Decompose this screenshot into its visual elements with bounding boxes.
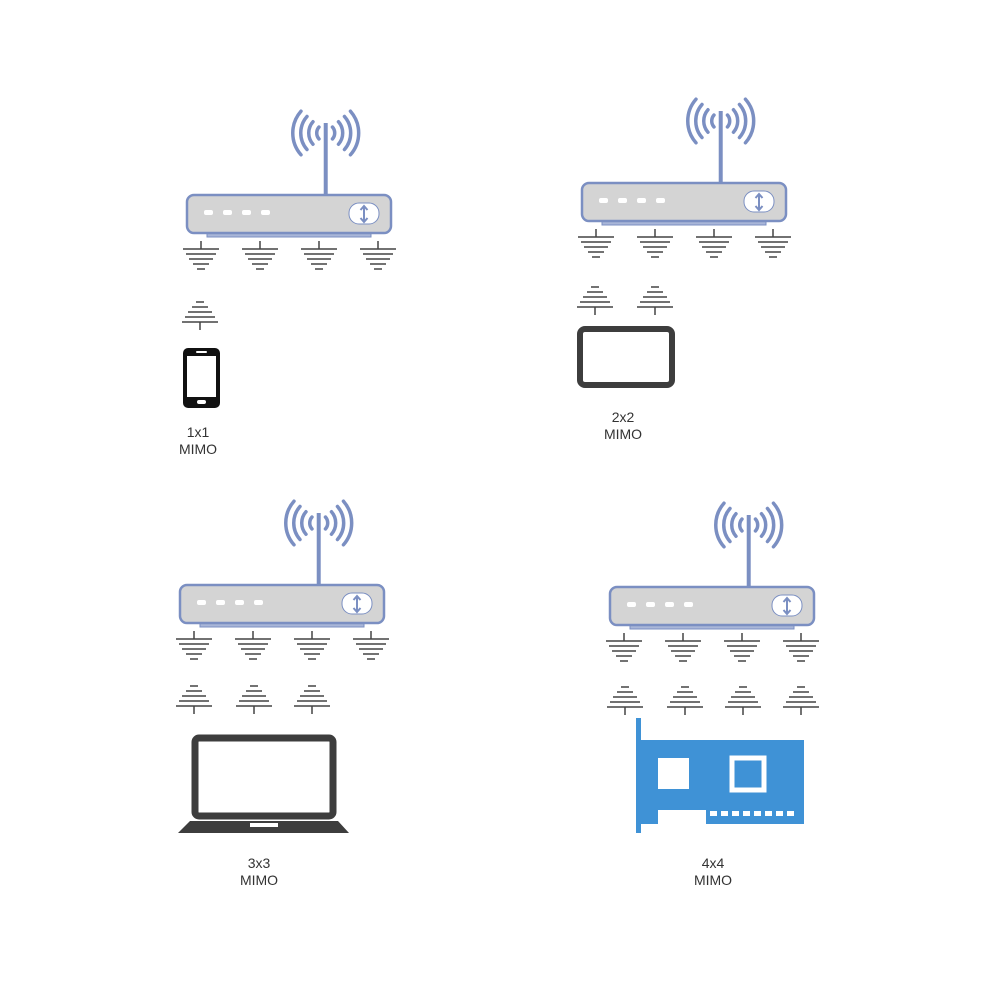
router-body	[580, 181, 788, 223]
nic-pin	[776, 811, 783, 816]
nic-pin	[754, 811, 761, 816]
caption-1x1: 1x1 MIMO	[158, 424, 238, 458]
network-card-icon	[636, 718, 804, 833]
nic-pin	[721, 811, 728, 816]
signal-waves-icon	[714, 501, 784, 549]
laptop-icon	[178, 734, 349, 833]
led-icon	[665, 602, 674, 607]
updown-arrow-icon	[359, 204, 369, 224]
led-icon	[618, 198, 627, 203]
antenna-array-icon	[667, 686, 703, 715]
updown-arrow-icon	[782, 596, 792, 616]
wifi-router-icon	[185, 109, 393, 238]
led-icon	[627, 602, 636, 607]
caption-kind: MIMO	[239, 872, 279, 888]
tablet-icon	[577, 326, 675, 388]
signal-waves-icon	[686, 97, 756, 145]
led-icon	[684, 602, 693, 607]
caption-kind: MIMO	[603, 426, 643, 442]
nic-pin	[743, 811, 750, 816]
nic-controller	[729, 755, 767, 793]
caption-config: 4x4	[701, 855, 725, 871]
caption-config: 1x1	[186, 424, 210, 440]
tablet-body	[577, 326, 675, 388]
nic-pin	[787, 811, 794, 816]
antenna-array-icon	[577, 286, 613, 315]
phone-home-button	[197, 400, 206, 404]
laptop-screen	[191, 734, 337, 820]
antenna-array-icon	[235, 631, 271, 660]
antenna-array-icon	[182, 301, 218, 330]
signal-waves-icon	[291, 109, 361, 157]
antenna-array-icon	[360, 241, 396, 270]
nic-pin	[710, 811, 717, 816]
antenna-array-icon	[236, 685, 272, 714]
antenna-array-icon	[294, 685, 330, 714]
nic-pin	[765, 811, 772, 816]
antenna-array-icon	[725, 686, 761, 715]
led-icon	[197, 600, 206, 605]
panel-1x1	[182, 109, 396, 408]
antenna-array-icon	[696, 229, 732, 258]
antenna-array-icon	[242, 241, 278, 270]
caption-config: 3x3	[247, 855, 271, 871]
led-icon	[242, 210, 251, 215]
wifi-router-icon	[608, 501, 816, 630]
phone-screen	[187, 356, 216, 397]
panel-3x3	[176, 499, 389, 833]
led-icon	[646, 602, 655, 607]
phone-speaker	[196, 351, 207, 353]
signal-waves-icon	[284, 499, 354, 547]
antenna-array-icon	[637, 229, 673, 258]
antenna-array-icon	[578, 229, 614, 258]
updown-arrow-icon	[754, 192, 764, 212]
panel-4x4	[606, 501, 819, 833]
antenna-array-icon	[176, 685, 212, 714]
antenna-array-icon	[353, 631, 389, 660]
led-icon	[254, 600, 263, 605]
led-icon	[261, 210, 270, 215]
smartphone-icon	[183, 348, 220, 408]
antenna-array-icon	[783, 633, 819, 662]
led-icon	[216, 600, 225, 605]
nic-chip	[658, 758, 689, 789]
caption-config: 2x2	[611, 409, 635, 425]
led-icon	[637, 198, 646, 203]
updown-arrow-icon	[352, 594, 362, 614]
led-icon	[223, 210, 232, 215]
led-icon	[599, 198, 608, 203]
caption-kind: MIMO	[693, 872, 733, 888]
led-icon	[204, 210, 213, 215]
nic-bracket	[636, 718, 641, 833]
router-body	[178, 583, 386, 625]
caption-3x3: 3x3 MIMO	[219, 855, 299, 889]
antenna-array-icon	[724, 633, 760, 662]
caption-2x2: 2x2 MIMO	[583, 409, 663, 443]
router-body	[608, 585, 816, 627]
antenna-array-icon	[665, 633, 701, 662]
antenna-array-icon	[637, 286, 673, 315]
caption-kind: MIMO	[178, 441, 218, 457]
antenna-array-icon	[606, 633, 642, 662]
panel-2x2	[577, 97, 791, 388]
antenna-array-icon	[755, 229, 791, 258]
antenna-array-icon	[294, 631, 330, 660]
led-icon	[656, 198, 665, 203]
wifi-router-icon	[580, 97, 788, 226]
wifi-router-icon	[178, 499, 386, 628]
led-icon	[235, 600, 244, 605]
router-body	[185, 193, 393, 235]
antenna-array-icon	[301, 241, 337, 270]
antenna-array-icon	[183, 241, 219, 270]
antenna-array-icon	[176, 631, 212, 660]
caption-4x4: 4x4 MIMO	[673, 855, 753, 889]
antenna-array-icon	[783, 686, 819, 715]
laptop-trackpad	[250, 823, 278, 827]
antenna-array-icon	[607, 686, 643, 715]
nic-pin	[732, 811, 739, 816]
